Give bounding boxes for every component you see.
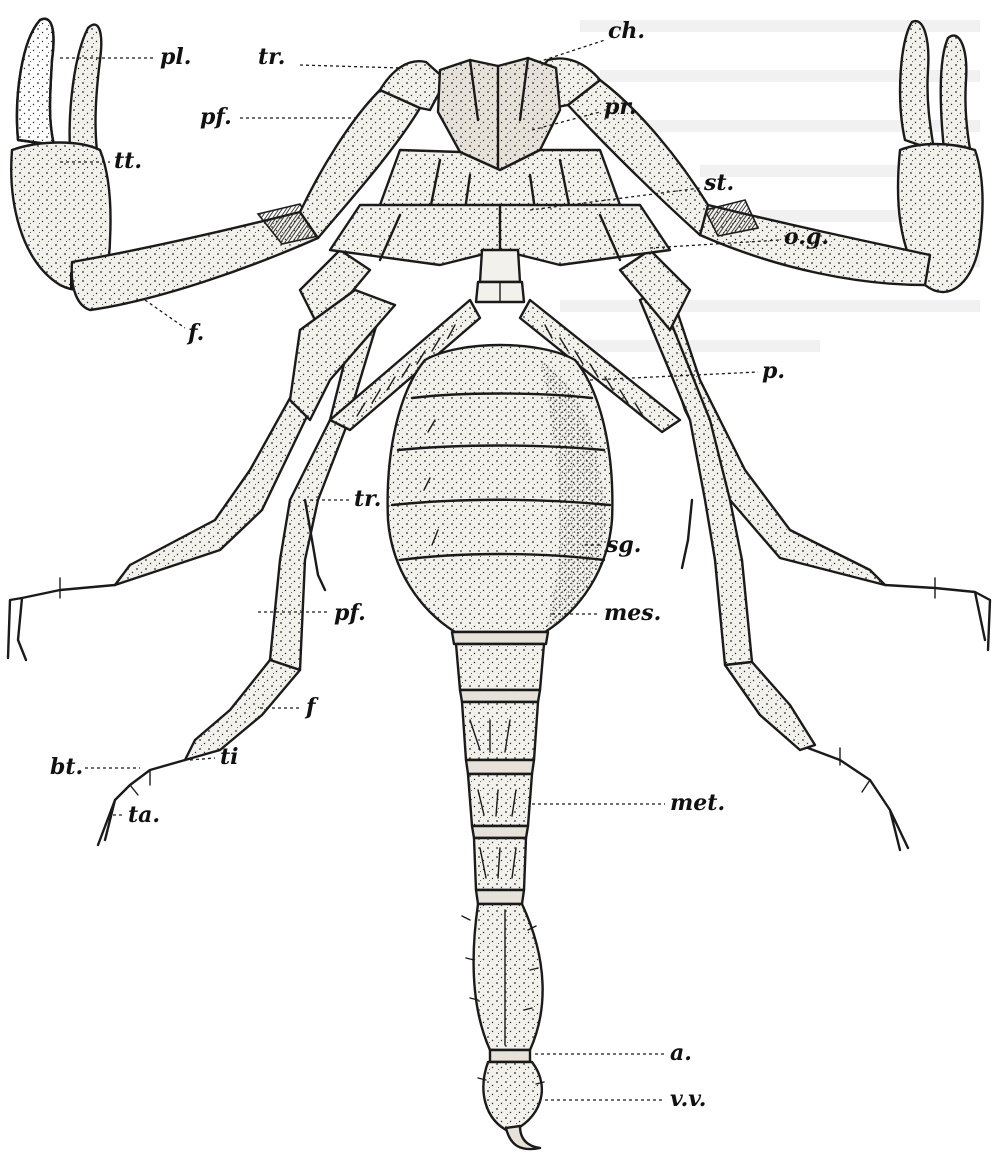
label-vv: v.v. bbox=[670, 1086, 706, 1112]
label-tr-top: tr. bbox=[258, 44, 285, 70]
label-met: met. bbox=[670, 790, 725, 816]
label-mes: mes. bbox=[604, 600, 661, 626]
label-og: o.g. bbox=[784, 224, 829, 250]
label-st: st. bbox=[703, 170, 734, 196]
label-f-top: f. bbox=[186, 320, 204, 346]
label-ch: ch. bbox=[608, 18, 645, 44]
label-tr-leg: tr. bbox=[354, 486, 381, 512]
label-ti: ti bbox=[220, 744, 239, 770]
label-pr: pr. bbox=[604, 94, 637, 120]
label-tt: tt. bbox=[114, 148, 142, 174]
label-pf-leg: pf. bbox=[334, 600, 366, 626]
label-pf-top: pf. bbox=[200, 104, 232, 130]
label-bt: bt. bbox=[50, 754, 83, 780]
label-pl: pl. bbox=[160, 44, 191, 70]
mesosoma bbox=[388, 345, 613, 632]
label-p: p. bbox=[762, 358, 785, 384]
label-ta: ta. bbox=[128, 802, 160, 828]
label-sg: sg. bbox=[605, 532, 641, 558]
label-a: a. bbox=[670, 1040, 692, 1066]
